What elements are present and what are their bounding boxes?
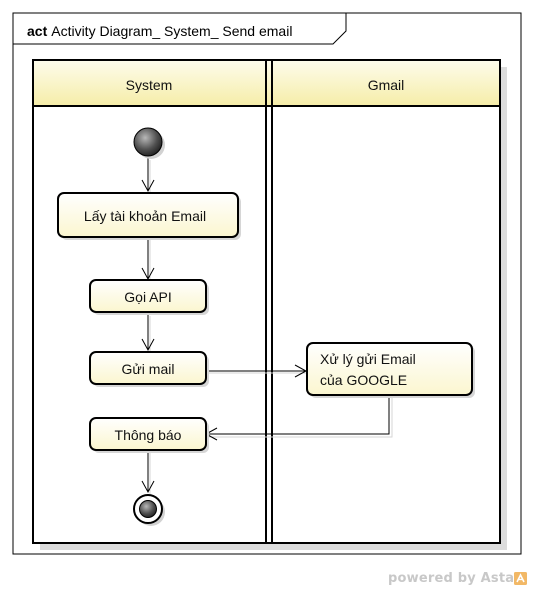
action-get-account-label: Lấy tài khoản Email bbox=[84, 208, 206, 224]
flow-notify-to-final bbox=[141, 450, 155, 494]
final-node bbox=[133, 494, 163, 524]
lane-label-gmail: Gmail bbox=[368, 77, 405, 93]
flow-initial-to-get-account bbox=[141, 158, 155, 193]
astah-logo-icon bbox=[514, 572, 527, 585]
action-send-mail-label: Gửi mail bbox=[122, 361, 175, 377]
lane-header-gmail bbox=[265, 59, 501, 107]
action-get-account: Lấy tài khoản Email bbox=[57, 192, 241, 240]
powered-by-astah: powered by Astah bbox=[388, 571, 524, 586]
action-google-line-1: Xử lý gửi Email bbox=[320, 351, 416, 367]
action-google-process: Xử lý gửi Email của GOOGLE bbox=[306, 342, 475, 398]
frame-title-text: Activity Diagram_ System_ Send email bbox=[51, 23, 292, 39]
action-notify: Thông báo bbox=[89, 417, 209, 453]
action-notify-label: Thông báo bbox=[115, 427, 182, 443]
action-google-line-2: của GOOGLE bbox=[320, 372, 407, 388]
initial-node bbox=[133, 127, 163, 157]
frame-keyword: act bbox=[27, 23, 48, 39]
action-google-label: Xử lý gửi Email của GOOGLE bbox=[320, 351, 420, 388]
flow-call-api-to-send-mail bbox=[141, 314, 155, 352]
lane-body-gmail bbox=[265, 105, 501, 544]
action-call-api: Gọi API bbox=[89, 279, 209, 315]
action-call-api-label: Gọi API bbox=[124, 289, 171, 305]
frame-title-tab bbox=[13, 13, 347, 45]
lane-label-system: System bbox=[126, 77, 173, 93]
action-send-mail: Gửi mail bbox=[89, 351, 209, 387]
